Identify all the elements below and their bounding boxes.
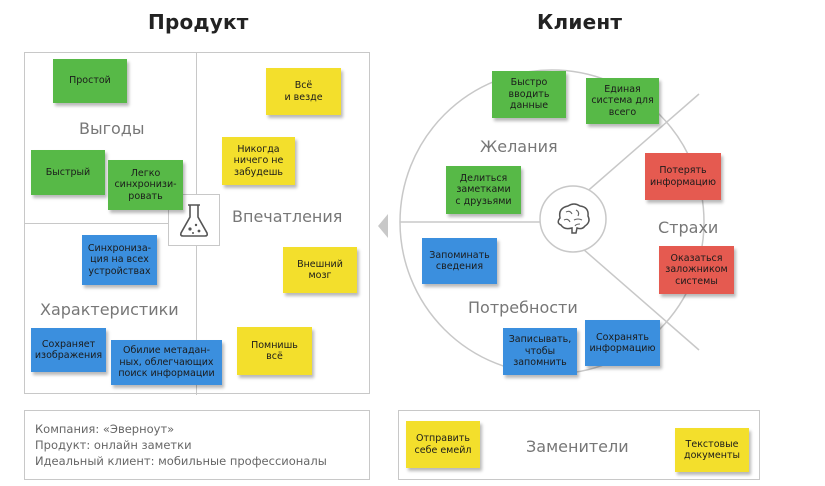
note-zapominat: Запоминать сведения — [422, 238, 497, 284]
note-bystryy: Быстрый — [31, 150, 105, 195]
brain-icon — [557, 203, 590, 234]
arrow-left-icon — [378, 214, 388, 238]
note-prostoy: Простой — [53, 59, 127, 103]
section-substitutes: Заменители — [526, 437, 629, 456]
section-needs: Потребности — [468, 298, 578, 317]
info-client: Идеальный клиент: мобильные профессионал… — [35, 454, 327, 468]
note-email: Отправить себе емейл — [406, 421, 480, 468]
note-sinhr: Синхрониза- ция на всех устройствах — [82, 235, 157, 285]
note-docs: Текстовые документы — [675, 428, 749, 472]
note-delitsya: Делиться заметками с друзьями — [446, 166, 521, 214]
note-poteryat: Потерять информацию — [645, 153, 721, 200]
info-company: Компания: «Эверноут» — [35, 422, 175, 436]
note-okazatsya: Оказаться заложником системы — [659, 246, 734, 294]
info-box — [24, 410, 370, 480]
note-bystro: Быстро вводить данные — [492, 71, 566, 118]
note-pomnish: Помнишь всё — [237, 327, 312, 375]
product-title: Продукт — [148, 10, 249, 34]
note-sohranyaet: Сохраняет изображения — [31, 328, 106, 372]
product-horizontal-divider — [25, 223, 196, 224]
client-title: Клиент — [537, 10, 623, 34]
note-legko: Легко синхронизи- ровать — [108, 160, 183, 210]
section-impressions: Впечатления — [232, 207, 343, 226]
note-mozg: Внешний мозг — [283, 247, 357, 293]
section-fears: Страхи — [658, 218, 719, 237]
substitutes-box — [398, 410, 760, 480]
note-vse: Всё и везде — [266, 68, 341, 115]
info-product: Продукт: онлайн заметки — [35, 438, 192, 452]
note-obilie: Обилие метадан- ных, облегчающих поиск и… — [111, 340, 222, 385]
note-sohranyat: Сохранять информацию — [585, 320, 660, 366]
section-features: Характеристики — [40, 300, 179, 319]
section-wishes: Желания — [480, 137, 558, 156]
section-benefits: Выгоды — [79, 119, 145, 138]
note-zapisyvat: Записывать, чтобы запомнить — [503, 328, 577, 375]
note-edinaya: Единая система для всего — [586, 78, 659, 124]
client-circle — [399, 69, 705, 375]
note-nikogda: Никогда ничего не забудешь — [222, 137, 295, 185]
